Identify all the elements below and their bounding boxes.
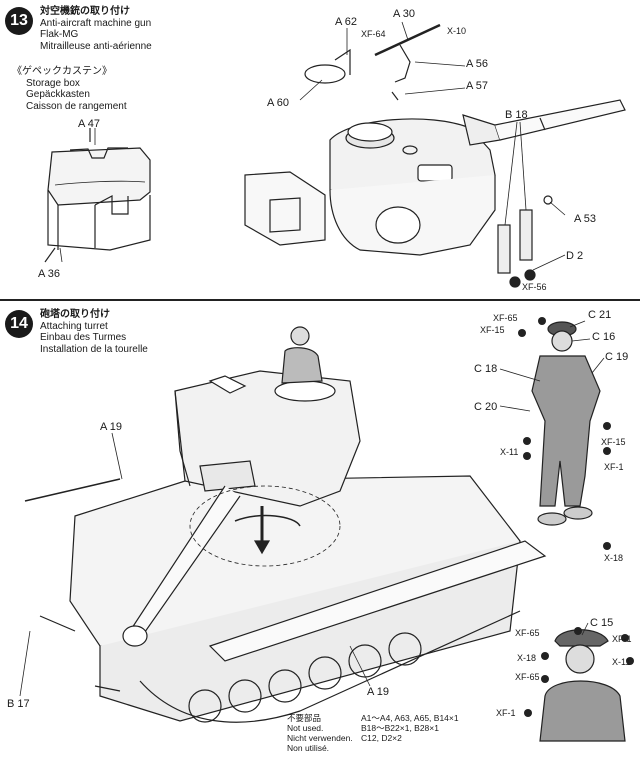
step-14-title-jp: 砲塔の取り付け xyxy=(40,309,110,320)
paint-xf65-label-3: XF-65 xyxy=(515,672,540,682)
step-13-title: 対空機銃の取り付け Anti-aircraft machine gun Flak… xyxy=(40,6,152,52)
paint-bolt-markers xyxy=(518,317,634,717)
paint-xf15-label-2: XF-15 xyxy=(601,437,626,447)
part-c21-label: C 21 xyxy=(588,309,612,321)
storage-box-drawing xyxy=(44,128,151,263)
step-14-title-en: Attaching turret xyxy=(40,320,108,332)
unused-parts-line-2: B18～B22×1, B28×1 xyxy=(361,723,439,733)
part-c16-label: C 16 xyxy=(592,331,616,343)
storage-box-title-fr: Caisson de rangement xyxy=(26,100,127,112)
part-a36-label: A 36 xyxy=(38,268,61,280)
paint-x10-label: X-10 xyxy=(447,26,467,36)
unused-parts-line-1: A1～A4, A63, A65, B14×1 xyxy=(361,713,459,723)
unused-parts-line-3: C12, D2×2 xyxy=(361,733,402,743)
step-14-illustration xyxy=(19,317,634,742)
storage-box-title-jp: 《ゲペックカステン》 xyxy=(12,66,112,77)
tank-turret-drawing xyxy=(122,370,361,647)
step-14-title-de: Einbau des Turmes xyxy=(40,332,127,343)
paint-xf15-label-1: XF-15 xyxy=(480,325,505,335)
paint-xf64-label: XF-64 xyxy=(361,29,386,39)
step-13-title-de: Flak-MG xyxy=(40,29,79,40)
paint-xf1-label-1: XF-1 xyxy=(604,462,624,472)
paint-xf1-label-3: XF-1 xyxy=(496,708,516,718)
step-14-panel: 14 砲塔の取り付け Attaching turret Einbau des T… xyxy=(0,301,640,759)
storage-box-title: 《ゲペックカステン》 Storage box Gepäckkasten Cais… xyxy=(12,66,127,112)
storage-box-title-de: Gepäckkasten xyxy=(26,89,90,100)
part-c18-label: C 18 xyxy=(474,363,498,375)
step-14-number: 14 xyxy=(5,310,33,338)
turret-drawing xyxy=(244,23,626,288)
unused-parts-title-en: Not used. xyxy=(287,723,324,733)
bust-crew-figure xyxy=(539,629,626,742)
paint-xf56-label: XF-56 xyxy=(522,282,547,292)
unused-parts-list: A1～A4, A63, A65, B14×1 B18～B22×1, B28×1 … xyxy=(361,713,459,743)
part-d2-label: D 2 xyxy=(566,250,584,262)
paint-x18-label-2: X-18 xyxy=(517,653,537,663)
paint-x18-label-1: X-18 xyxy=(604,553,624,563)
standing-crew-figure xyxy=(531,321,601,526)
step-13-leader-lines xyxy=(59,21,566,271)
paint-xf65-label-1: XF-65 xyxy=(493,313,518,323)
part-c19-label: C 19 xyxy=(605,351,629,363)
storage-box-title-en: Storage box xyxy=(26,77,80,89)
step-13-number: 13 xyxy=(5,7,33,35)
unused-parts-title-de: Nicht verwenden. xyxy=(287,733,353,743)
step-14-title-fr: Installation de la tourelle xyxy=(40,343,148,355)
part-a47-label: A 47 xyxy=(78,118,101,130)
part-c15-label: C 15 xyxy=(590,617,614,629)
step-13-illustration xyxy=(44,21,626,288)
step-13-title-en: Anti-aircraft machine gun xyxy=(40,17,152,29)
part-a19-top-label: A 19 xyxy=(100,421,123,433)
paint-xf1-label-2: XF-1 xyxy=(612,634,632,644)
part-a57-label: A 57 xyxy=(466,80,489,92)
part-a19-bottom-label: A 19 xyxy=(367,686,390,698)
turret-commander-figure xyxy=(281,326,323,384)
paint-x11-label-1: X-11 xyxy=(500,447,519,457)
part-a53-label: A 53 xyxy=(574,213,597,225)
step-14-title: 砲塔の取り付け Attaching turret Einbau des Turm… xyxy=(40,309,148,355)
step-13-panel: 13 対空機銃の取り付け Anti-aircraft machine gun F… xyxy=(0,0,640,299)
part-b17-label: B 17 xyxy=(7,698,30,710)
part-c20-label: C 20 xyxy=(474,401,498,413)
part-a60-label: A 60 xyxy=(267,97,290,109)
part-a30-label: A 30 xyxy=(393,8,416,20)
unused-parts-heading: 不要部品 Not used. Nicht verwenden. Non util… xyxy=(287,713,353,753)
paint-x11-label-2: X-11 xyxy=(612,657,631,667)
part-a62-label: A 62 xyxy=(335,16,358,28)
step-13-title-fr: Mitrailleuse anti-aérienne xyxy=(40,40,152,52)
paint-xf65-label-2: XF-65 xyxy=(515,628,540,638)
unused-parts-title-jp: 不要部品 xyxy=(287,713,322,723)
tank-hull-drawing xyxy=(24,475,547,723)
step-13-title-jp: 対空機銃の取り付け xyxy=(40,6,130,17)
step-divider xyxy=(0,299,640,301)
part-a56-label: A 56 xyxy=(466,58,489,70)
step-14-leader-lines xyxy=(19,320,605,697)
part-b18-label: B 18 xyxy=(505,109,528,121)
unused-parts-title-fr: Non utilisé. xyxy=(287,743,330,753)
